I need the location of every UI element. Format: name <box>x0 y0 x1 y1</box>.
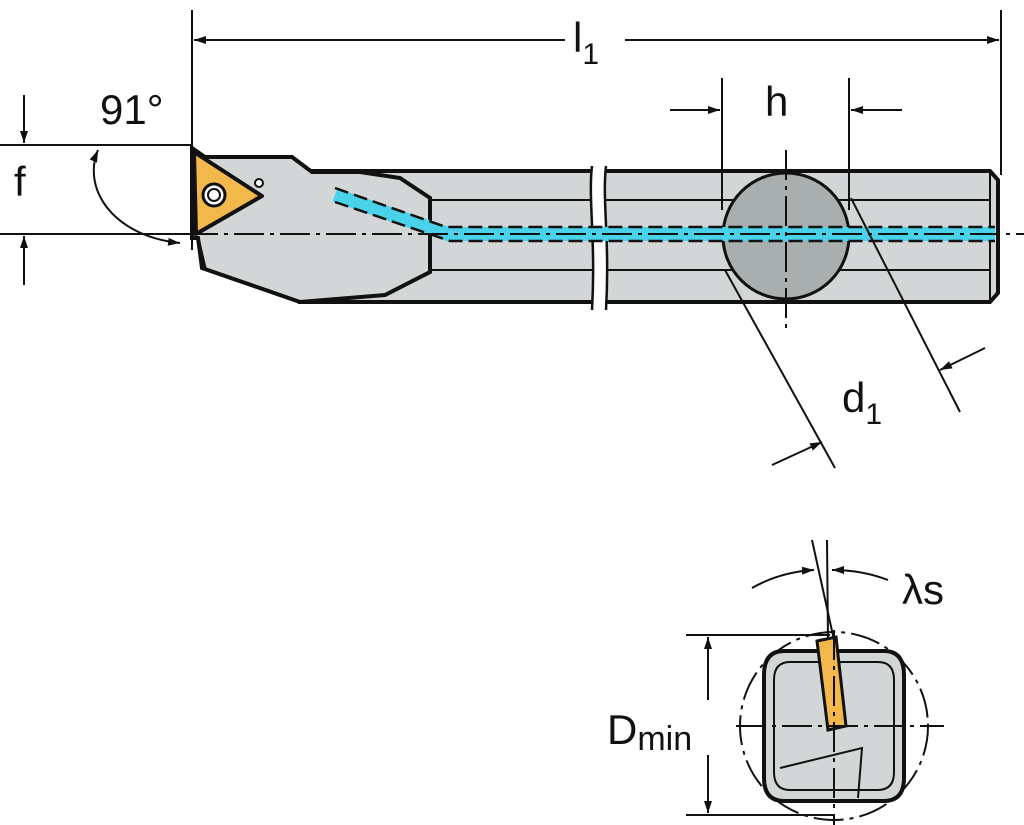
cutting-insert <box>192 150 264 236</box>
d1-label: d1 <box>842 374 882 431</box>
dimension-angle: 91° <box>89 86 181 246</box>
angle-label: 91° <box>100 86 164 133</box>
dimension-d1: d1 <box>724 197 986 469</box>
dimension-l1: l1 <box>191 10 1002 250</box>
dimension-h: h <box>670 78 902 210</box>
dimension-f: f <box>0 95 192 285</box>
h-label: h <box>765 78 788 125</box>
dmin-label: Dmin <box>607 706 692 758</box>
l1-label: l1 <box>573 14 599 71</box>
lambda-s-label: λs <box>902 566 944 613</box>
f-label: f <box>14 158 26 205</box>
dimension-lambda-s: λs <box>751 566 944 613</box>
dimension-dmin: Dmin <box>607 634 834 816</box>
front-view <box>736 539 944 825</box>
